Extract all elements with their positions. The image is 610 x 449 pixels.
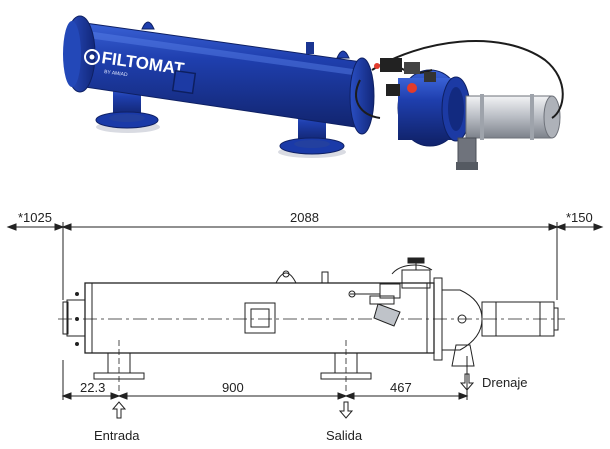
drain-arrow	[459, 373, 475, 391]
outlet-arrow	[338, 401, 354, 419]
drawing-drain	[451, 344, 475, 367]
label-inlet: Entrada	[94, 428, 140, 443]
dim-inlet-offset: 22.3	[80, 380, 105, 395]
dim-overall-length: 2088	[290, 210, 319, 225]
technical-drawing	[6, 222, 604, 419]
drawing-hatch	[244, 302, 276, 334]
inspection-hatch	[171, 69, 197, 95]
drain-pipe	[456, 137, 478, 170]
brand-subtitle: BY AMIAD	[104, 69, 129, 78]
inlet-arrow	[111, 401, 127, 419]
lifting-lug	[141, 21, 155, 30]
drawing-outlet-leg	[320, 340, 372, 392]
bottom-dimension-line	[61, 356, 469, 400]
dim-outlet-to-drain: 467	[390, 380, 412, 395]
dim-right-clearance: *150	[566, 210, 593, 225]
hydraulic-cylinder	[465, 94, 561, 140]
drawing-text: *1025 2088 *150 22.3 900 467 Drenaje Ent…	[18, 210, 593, 443]
drawing-control-head	[441, 289, 483, 351]
dim-left-clearance: *1025	[18, 210, 52, 225]
drawing-left-flange	[66, 299, 86, 337]
lifting-lug	[336, 50, 350, 59]
drawing-controller	[348, 257, 433, 327]
drawing-inlet-leg	[93, 340, 145, 392]
drawing-lug	[275, 272, 297, 284]
control-valves	[374, 58, 436, 96]
dim-inlet-outlet-spacing: 900	[222, 380, 244, 395]
label-outlet: Salida	[326, 428, 363, 443]
overall-dimension-line	[6, 222, 604, 300]
product-illustration: FILTOMAT BY AMIAD	[63, 15, 564, 170]
label-drain: Drenaje	[482, 375, 528, 390]
